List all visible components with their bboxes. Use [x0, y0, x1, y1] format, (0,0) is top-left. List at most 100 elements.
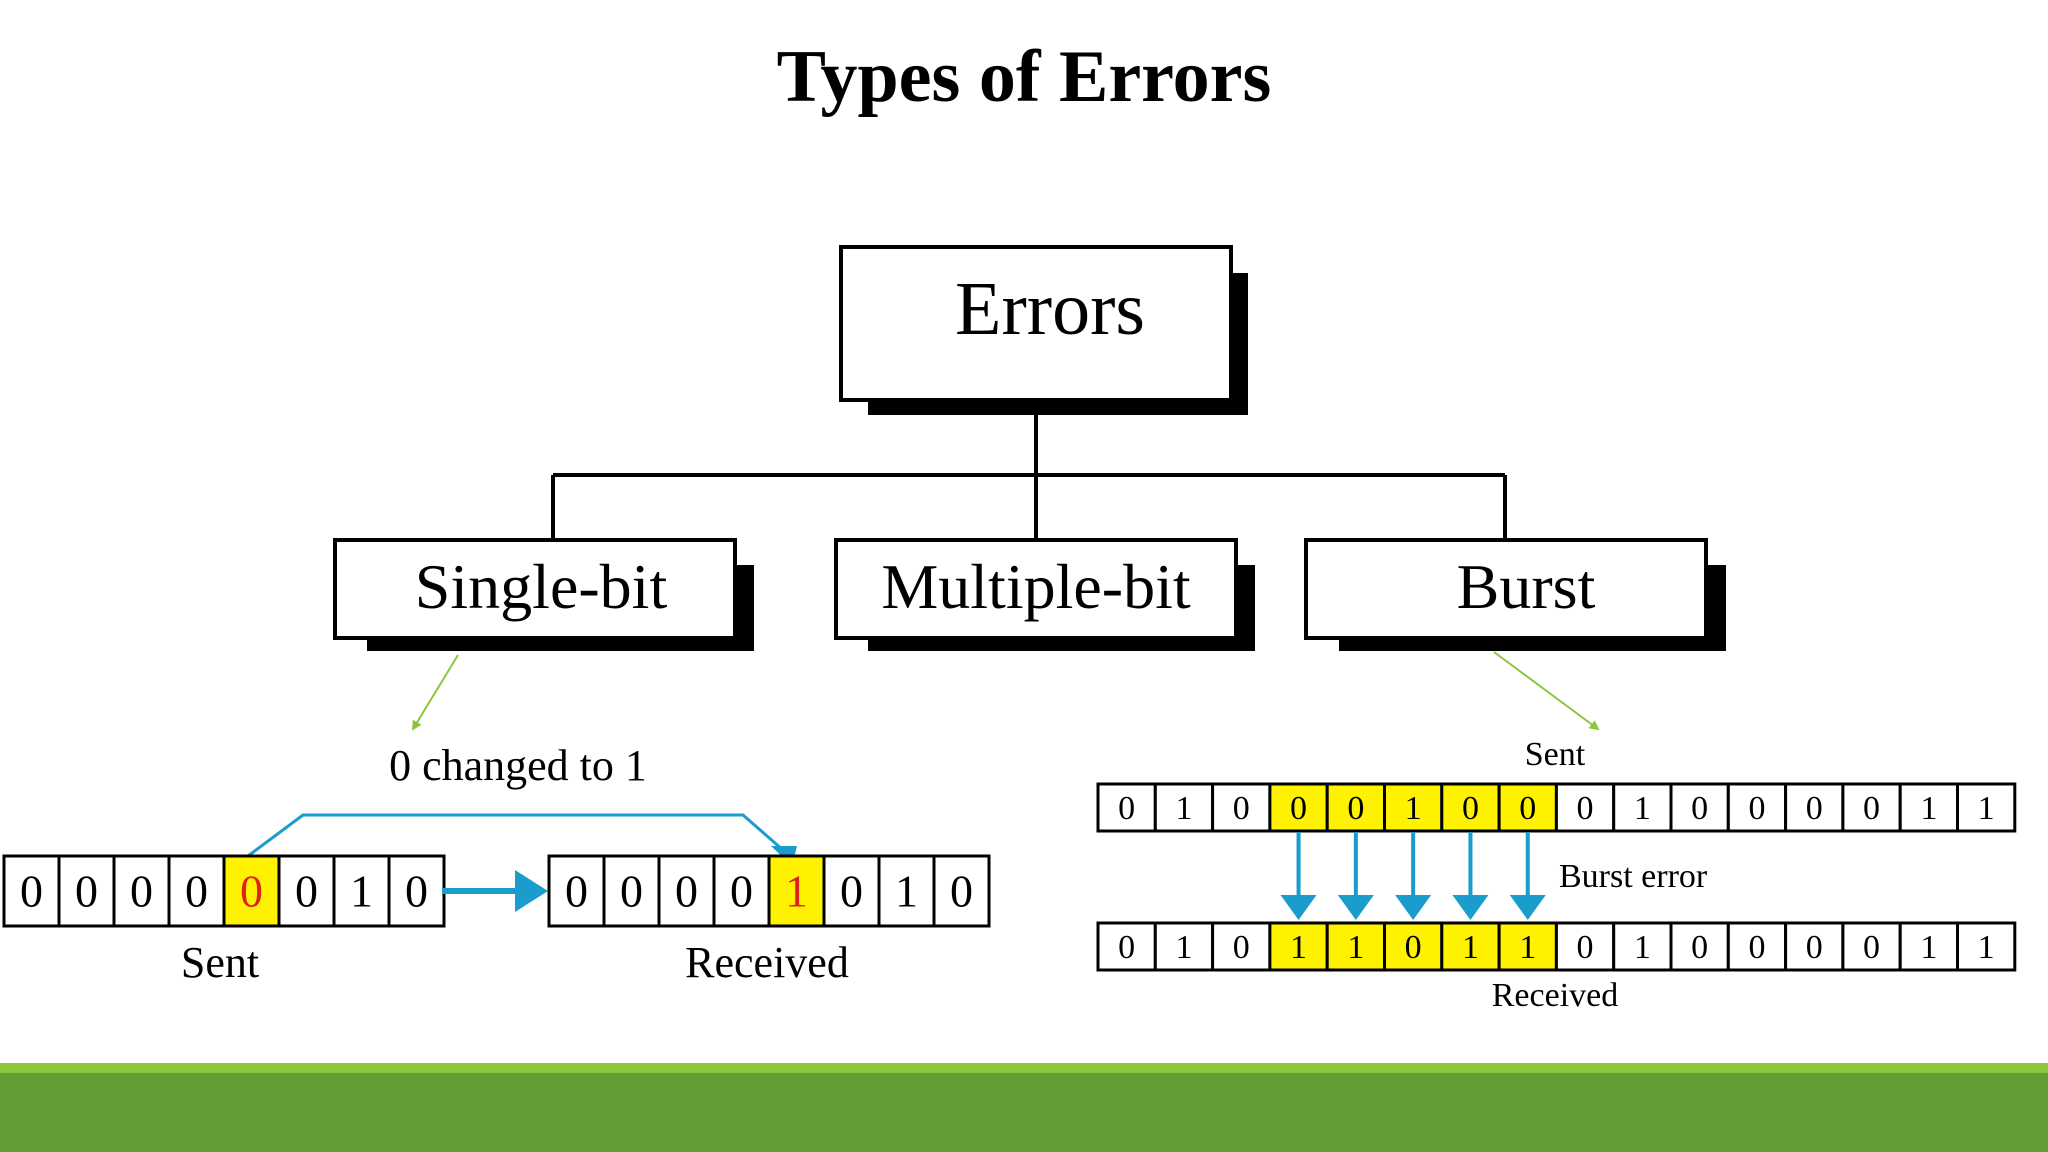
burst-received-bit-cell: 1 [1956, 921, 2017, 972]
single-bit-node: Single-bit [333, 538, 754, 651]
burst-sent-bit-value: 1 [1920, 790, 1937, 827]
single-bit-sent-label: Sent [181, 938, 259, 987]
burst-received-bit-cell: 1 [1497, 921, 1558, 972]
burst-down-arrow [1395, 832, 1432, 920]
burst-sent-bit-value: 0 [1519, 790, 1536, 827]
burst-sent-bit-cell: 1 [1898, 782, 1959, 833]
single-bit-received-bit-value: 1 [785, 866, 808, 917]
burst-label: Burst [1457, 551, 1596, 622]
single-bit-received-bit-cell: 0 [712, 854, 771, 928]
single-bit-transmit-arrowhead [515, 870, 548, 912]
burst-sent-bit-cell: 0 [1325, 782, 1386, 833]
burst-received-label: Received [1492, 977, 1619, 1014]
burst-received-bit-cell: 1 [1898, 921, 1959, 972]
burst-received-bit-cell: 1 [1153, 921, 1215, 972]
single-bit-sent-bit-cell: 0 [112, 854, 171, 928]
burst-received-bit-value: 1 [1347, 929, 1364, 966]
burst-sent-bit-value: 0 [1863, 790, 1880, 827]
single-bit-flow-line [247, 813, 784, 858]
single-bit-received-bit-cell: 1 [877, 854, 936, 928]
burst-received-bit-cell: 0 [1841, 921, 1902, 972]
single-bit-label: Single-bit [415, 551, 668, 622]
single-bit-callout-arrow [411, 654, 459, 731]
burst-down-arrow [1280, 832, 1317, 920]
footer-band [0, 1073, 2048, 1152]
burst-sent-bit-cell: 0 [1497, 782, 1558, 833]
single-bit-sent-bit-cell: 0 [222, 854, 281, 928]
single-bit-received-bit-value: 0 [620, 866, 643, 917]
errors-root-label: Errors [955, 267, 1145, 351]
burst-down-arrow [1509, 832, 1546, 920]
burst-sent-bit-cell: 0 [1784, 782, 1845, 833]
single-bit-sent-bit-value: 0 [185, 866, 208, 917]
single-bit-received-bit-cell: 0 [547, 854, 606, 928]
burst-sent-label: Sent [1525, 736, 1586, 773]
burst-callout-arrow [1493, 651, 1600, 731]
burst-received-bit-value: 0 [1118, 929, 1135, 966]
burst-sent-bit-value: 0 [1806, 790, 1823, 827]
burst-sent-bit-cell: 0 [1841, 782, 1902, 833]
single-bit-received-bit-value: 0 [840, 866, 863, 917]
single-bit-sent-bit-cell: 0 [57, 854, 116, 928]
single-bit-sent-bit-value: 0 [75, 866, 98, 917]
single-bit-sent-bit-cell: 0 [277, 854, 336, 928]
burst-received-bit-value: 1 [1634, 929, 1651, 966]
burst-sent-bit-cell: 0 [1268, 782, 1329, 833]
single-bit-received-bit-value: 0 [565, 866, 588, 917]
burst-sent-bit-value: 1 [1634, 790, 1651, 827]
single-bit-received-bit-value: 0 [675, 866, 698, 917]
burst-sent-bit-value: 0 [1290, 790, 1307, 827]
tree-connectors [551, 400, 1507, 540]
burst-sent-bit-cell: 1 [1956, 782, 2017, 833]
burst-sent-bit-cell: 1 [1383, 782, 1444, 833]
single-bit-sent-bit-cell: 0 [2, 854, 61, 928]
burst-sent-bit-value: 1 [1405, 790, 1422, 827]
single-bit-sent-bit-cell: 0 [167, 854, 226, 928]
burst-sent-bit-value: 0 [1233, 790, 1250, 827]
errors-root-node: Errors [839, 245, 1248, 415]
single-bit-received-bit-cell: 0 [602, 854, 661, 928]
burst-sent-bit-cell: 1 [1153, 782, 1215, 833]
burst-received-bit-cell: 0 [1383, 921, 1444, 972]
burst-received-bit-value: 0 [1748, 929, 1765, 966]
single-bit-sent-bit-value: 1 [350, 866, 373, 917]
single-bit-received-bit-cell: 1 [767, 854, 826, 928]
burst-sent-bit-value: 0 [1118, 790, 1135, 827]
burst-sent-bit-cell: 0 [1440, 782, 1501, 833]
burst-received-bit-value: 1 [1175, 929, 1192, 966]
single-bit-sent-bit-value: 0 [20, 866, 43, 917]
single-bit-received-bit-value: 0 [730, 866, 753, 917]
burst-received-bit-value: 0 [1405, 929, 1422, 966]
burst-sent-bit-cell: 0 [1726, 782, 1788, 833]
burst-received-bit-cell: 0 [1096, 921, 1157, 972]
error-types-diagram: Errors Single-bit Multiple-bit Burst 0 c… [2, 245, 2017, 1014]
burst-down-arrow [1452, 832, 1489, 920]
burst-sent-bit-cell: 1 [1612, 782, 1673, 833]
burst-received-bit-cell: 0 [1554, 921, 1616, 972]
burst-sent-bit-value: 1 [1978, 790, 1995, 827]
burst-sent-bit-value: 0 [1577, 790, 1594, 827]
burst-received-bit-cell: 1 [1325, 921, 1386, 972]
single-bit-sent-bit-value: 0 [130, 866, 153, 917]
single-bit-sent-bit-cell: 1 [332, 854, 391, 928]
burst-sent-bit-value: 0 [1691, 790, 1708, 827]
burst-received-bit-cell: 0 [1726, 921, 1788, 972]
single-bit-sent-bit-value: 0 [405, 866, 428, 917]
single-bit-caption: 0 changed to 1 [389, 741, 647, 790]
burst-sent-bit-value: 1 [1175, 790, 1192, 827]
burst-node: Burst [1304, 538, 1726, 651]
burst-received-bit-value: 1 [1462, 929, 1479, 966]
burst-received-bit-value: 0 [1691, 929, 1708, 966]
slide-title: Types of Errors [776, 36, 1272, 118]
burst-received-bit-value: 0 [1863, 929, 1880, 966]
burst-received-bit-cell: 1 [1612, 921, 1673, 972]
burst-received-bit-value: 0 [1577, 929, 1594, 966]
single-bit-sent-bit-cell: 0 [387, 854, 446, 928]
burst-error-label: Burst error [1559, 858, 1708, 895]
burst-sent-bit-cell: 0 [1554, 782, 1616, 833]
